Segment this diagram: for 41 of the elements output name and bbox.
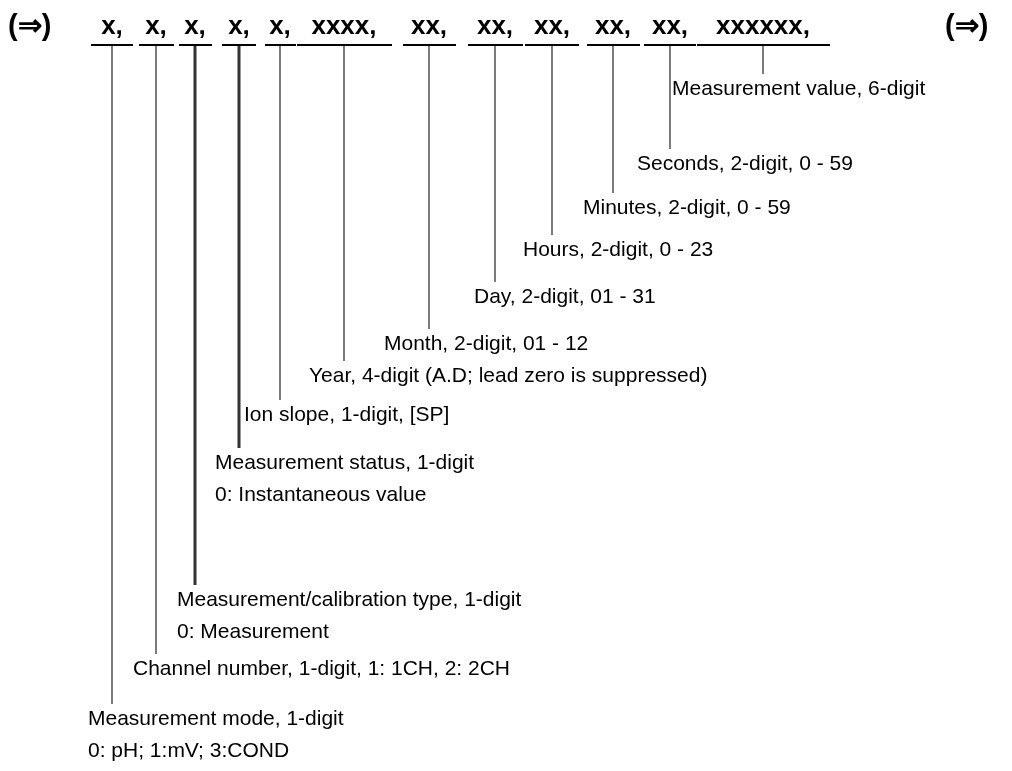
field-description: Measurement mode, 1-digit [88, 705, 344, 731]
placeholder-field: x, [138, 8, 174, 46]
placeholder-field: xx, [525, 8, 579, 46]
field-description: 0: pH; 1:mV; 3:COND [88, 737, 290, 763]
placeholder-field: xx, [644, 8, 696, 46]
leader-line [669, 45, 671, 150]
arrow-symbol: (⇒) [945, 8, 989, 42]
field-description: Day, 2-digit, 01 - 31 [474, 283, 656, 309]
arrow-symbol: (⇒) [8, 8, 52, 42]
placeholder-field: xx, [586, 8, 640, 46]
placeholder-field: x, [264, 8, 296, 46]
field-description: Ion slope, 1-digit, [SP] [244, 401, 450, 427]
field-description: Seconds, 2-digit, 0 - 59 [637, 150, 853, 176]
field-description: Measurement/calibration type, 1-digit [177, 586, 522, 612]
field-description: Minutes, 2-digit, 0 - 59 [583, 194, 791, 220]
placeholder-field: x, [91, 8, 133, 46]
field-description: Year, 4-digit (A.D; lead zero is suppressed) [309, 362, 708, 388]
leader-line [279, 45, 281, 401]
placeholder-field: xx, [467, 8, 523, 46]
placeholder-field: xxxxxx, [696, 8, 830, 46]
placeholder-field: x, [222, 8, 256, 46]
field-description: Hours, 2-digit, 0 - 23 [523, 236, 714, 262]
leader-line [343, 45, 345, 362]
field-description: Channel number, 1-digit, 1: 1CH, 2: 2CH [133, 655, 511, 681]
placeholder-field: x, [178, 8, 212, 46]
placeholder-field: xx, [402, 8, 456, 46]
field-description: Measurement status, 1-digit [215, 449, 475, 475]
leader-line [494, 45, 496, 283]
field-description: Month, 2-digit, 01 - 12 [384, 330, 589, 356]
leader-line [237, 46, 241, 448]
leader-line [428, 45, 430, 330]
leader-line [193, 46, 197, 585]
leader-line [155, 45, 157, 655]
field-description: Measurement value, 6-digit [672, 75, 926, 101]
field-description: 0: Instantaneous value [215, 481, 427, 507]
leader-line [612, 45, 614, 194]
leader-line [111, 45, 113, 705]
placeholder-field: xxxx, [296, 8, 392, 46]
field-description: 0: Measurement [177, 618, 329, 644]
leader-line [551, 45, 553, 236]
leader-line [762, 45, 764, 75]
